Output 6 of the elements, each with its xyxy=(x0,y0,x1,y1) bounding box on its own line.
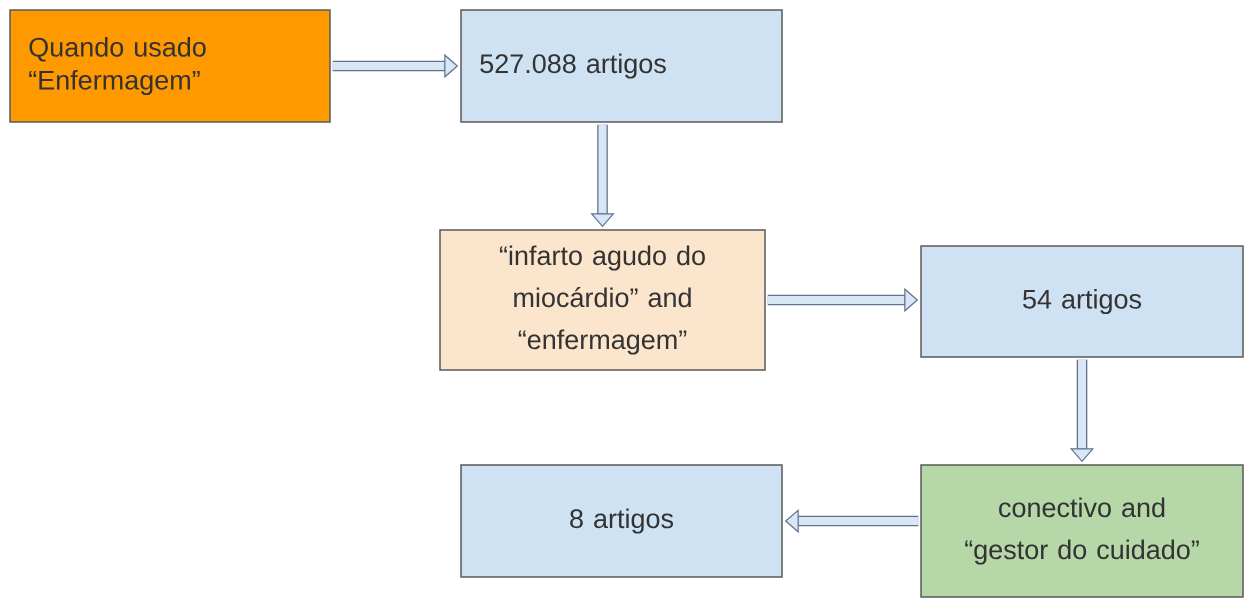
process-box: 54 artigos xyxy=(920,245,1244,358)
process-box: 8 artigos xyxy=(460,464,783,578)
process-box: Quando usado “Enfermagem” xyxy=(9,9,331,123)
process-box: “infarto agudo do miocárdio” and “enfermagem” xyxy=(439,229,766,371)
process-box: conectivo and “gestor do cuidado” xyxy=(920,464,1244,598)
process-box: 527.088 artigos xyxy=(460,9,783,123)
